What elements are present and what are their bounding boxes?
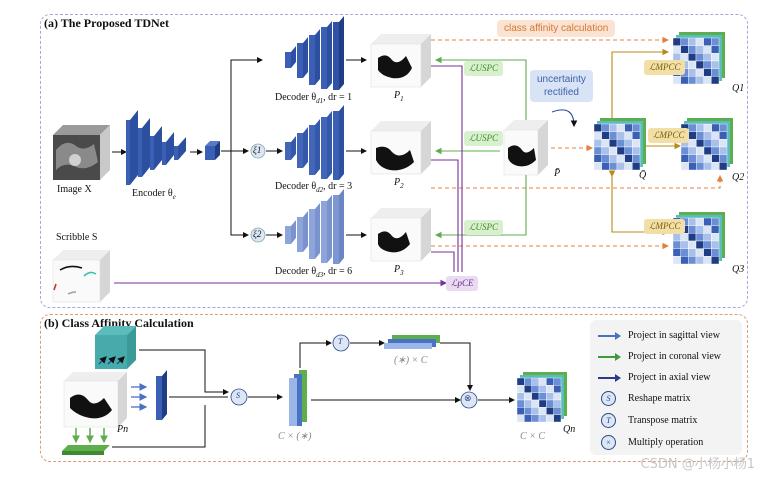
transpose-icon: T (601, 413, 616, 428)
qbar-label: Q̄ (639, 170, 647, 181)
reshape-op-circle (230, 388, 248, 406)
multiply-icon: × (601, 435, 616, 450)
loss-uspc-3: ℒUSPC (464, 220, 503, 235)
decoder-1-label: Decoder θd1, dr = 1 (275, 92, 353, 105)
star-c-label: (∗) × C (394, 355, 428, 366)
q3-label: Q3 (732, 264, 745, 275)
legend-multiply: ×Multiply operation (598, 435, 703, 450)
class-affinity-badge: class affinity calculation (497, 20, 616, 37)
p2-label: P2 (394, 177, 404, 190)
pbar-cube (503, 120, 548, 176)
xi2-circle (250, 227, 266, 243)
reshape-op-symbol: S (236, 391, 240, 400)
bottleneck-cube (205, 141, 220, 160)
star-c-matrix (384, 335, 440, 349)
transpose-op-symbol: T (338, 337, 343, 346)
xi2-label: ξ2 (253, 229, 262, 239)
loss-pce: ℒpCE (446, 276, 479, 291)
q1-label: Q1 (732, 83, 745, 94)
qn-matrix (516, 372, 567, 423)
legend-sagittal: Project in sagittal view (598, 328, 720, 342)
decoder-1-stack (285, 16, 344, 90)
encoder-label: Encoder θe (132, 188, 176, 201)
p2-cube (370, 121, 431, 175)
c-star-matrix (289, 370, 307, 426)
navy-arrow-icon (598, 374, 621, 382)
q2-label: Q2 (732, 172, 745, 183)
p1-cube (370, 34, 431, 88)
loss-mpcc-1: ℒMPCC (644, 60, 686, 75)
image-x-label: Image X (57, 184, 92, 195)
c-star-label: C × (∗) (278, 431, 312, 442)
xi1-label: ξ1 (253, 145, 262, 155)
decoder-3-stack (285, 189, 344, 264)
blue-arrow-icon (598, 332, 621, 340)
legend-coronal: Project in coronal view (598, 349, 721, 363)
pn-label: Pn (117, 424, 129, 435)
q1-matrix (672, 32, 725, 85)
loss-mpcc-3: ℒMPCC (644, 219, 686, 234)
green-arrow-icon (598, 353, 621, 361)
decoder-2-stack (285, 105, 344, 180)
legend-axial: Project in axial view (598, 370, 710, 384)
encoder-stack (126, 110, 186, 185)
c-c-label: C × C (520, 431, 546, 442)
q3-matrix (672, 212, 725, 265)
decoder-2-label: Decoder θd2, dr = 3 (275, 181, 353, 194)
qn-label: Qn (563, 424, 576, 435)
transpose-op-circle (332, 334, 350, 352)
scribble-s-cube (52, 250, 110, 303)
qbar-matrix (593, 118, 646, 171)
multiply-op-symbol: ⊗ (464, 393, 472, 403)
panel-a-title: (a) The Proposed TDNet (44, 16, 170, 30)
panel-class-affinity (40, 314, 748, 462)
p3-label: P3 (394, 264, 404, 277)
pn-projection-cube (62, 326, 167, 455)
loss-mpcc-2: ℒMPCC (648, 128, 690, 143)
legend: Project in sagittal view Project in coro… (590, 320, 742, 455)
scribble-label: Scribble S (56, 232, 98, 243)
p1-label: P1 (394, 90, 404, 103)
loss-uspc-1: ℒUSPC (464, 61, 503, 76)
decoder-3-label: Decoder θd3, dr = 6 (275, 266, 353, 279)
panel-b-title: (b) Class Affinity Calculation (44, 316, 194, 330)
multiply-op-circle (460, 391, 478, 409)
watermark: CSDN @小杨小杨1 (640, 457, 755, 472)
pbar-label: P̄ (554, 168, 561, 179)
image-x-cube (53, 125, 110, 180)
q2-matrix (680, 118, 733, 171)
p3-cube (370, 208, 431, 262)
panel-tdnet (40, 14, 748, 308)
loss-uspc-2: ℒUSPC (464, 131, 503, 146)
reshape-icon: S (601, 391, 616, 406)
xi1-circle (250, 143, 266, 159)
